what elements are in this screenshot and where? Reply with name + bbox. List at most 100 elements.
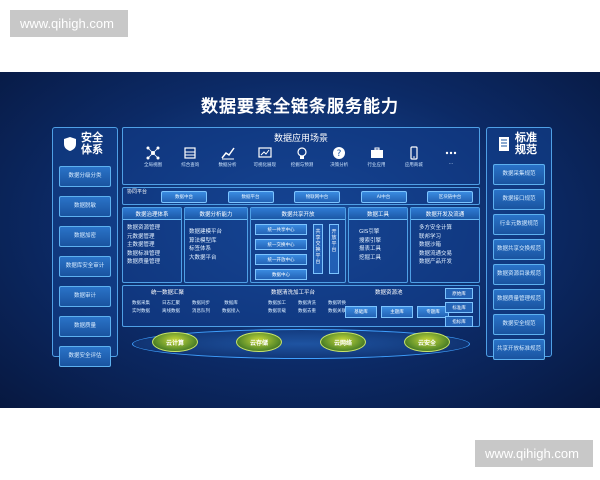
module-tools: 数据工具 GIS引擎 搜索引擎 报表工具 挖掘工具 [348,207,408,283]
briefcase-icon [370,147,383,158]
dashboard-icon [258,147,272,158]
module-line: 大数据平台 [189,254,217,261]
app-item[interactable]: ··· [435,146,467,168]
app-item[interactable]: 行业应用 [361,146,393,168]
security-item[interactable]: 数据安全评估 [59,346,111,367]
cloud-disc[interactable]: 云计算 [152,332,198,352]
app-scenarios: 数据应用场景 全局视图 综合查询 数据分析 可视化展现 [122,127,480,185]
app-label: ··· [448,162,454,167]
cloud-disc[interactable]: 云网络 [320,332,366,352]
app-item[interactable]: 数据分析 [212,146,244,168]
standards-item[interactable]: 行业元数据规范 [493,214,545,235]
section-title: 数据资源池 [375,290,403,296]
app-item[interactable]: 可视化展现 [249,146,281,168]
foundation-item: 数据转换 [328,301,346,306]
resource-pill[interactable]: 主题库 [381,306,413,318]
foundation-item: 消息队列 [192,309,210,314]
sharing-chip[interactable]: 统一共享中心 [255,224,307,235]
standards-title: 标准规范 [515,131,537,156]
security-title: 安全体系 [81,131,103,156]
foundation-item: 日志汇聚 [162,301,180,306]
watermark-bottom: www.qihigh.com [475,440,593,467]
module-line: 数据产品开发 [419,259,453,265]
module-title: 数据共享开放 [251,208,345,220]
phone-icon [410,146,418,160]
standards-item[interactable]: 数据接口规范 [493,189,545,210]
security-item[interactable]: 数据审计 [59,286,111,307]
standards-column: 标准规范 数据采集规范 数据接口规范 行业元数据规范 数据共享交换规范 数据资源… [486,127,552,360]
module-line: 数据资源管理 [127,225,161,231]
module-line: 数据流通交易 [419,250,453,257]
module-line: 元数据管理 [127,233,155,240]
network-icon [146,146,160,160]
foundation-item: 数据加工 [268,301,286,306]
app-scenarios-title: 数据应用场景 [273,134,328,144]
app-item[interactable]: 应用商城 [398,146,430,168]
sharing-vertical[interactable]: 开放平台 [329,224,339,274]
module-line: 算法模型库 [189,237,217,244]
resource-tag[interactable]: 指标库 [445,316,473,327]
standards-item[interactable]: 共享开放标准规范 [493,339,545,360]
foundation-item: 数据同步 [192,301,210,306]
standards-item[interactable]: 数据资源目录规范 [493,264,545,285]
module-line: 数据标准管理 [127,250,161,257]
architecture-panel: 数据要素全链条服务能力 安全体系 数据分级分类 数据脱敏 数据加密 数据库安全审… [0,72,600,408]
sharing-chip[interactable]: 统一交换中心 [255,239,307,250]
cloud-disc[interactable]: 云存储 [236,332,282,352]
standards-item[interactable]: 数据安全规范 [493,314,545,335]
security-item[interactable]: 数据质量 [59,316,111,337]
sharing-chip[interactable]: 数据中心 [255,269,307,280]
platform-chip[interactable]: 区块链中台 [427,191,473,203]
standards-item[interactable]: 数据质量管理规范 [493,289,545,310]
module-line: 搜索引擎 [359,237,382,244]
security-item[interactable]: 数据库安全审计 [59,256,111,277]
platform-chip[interactable]: 物联网中台 [294,191,340,203]
database-icon [184,147,196,159]
resource-tag[interactable]: 原始库 [445,288,473,299]
foundation-item: 数据库 [224,301,238,306]
app-label: 决策分析 [330,163,349,168]
sharing-chip[interactable]: 统一开放中心 [255,254,307,265]
page-title: 数据要素全链条服务能力 [201,97,399,117]
security-item[interactable]: 数据加密 [59,226,111,247]
security-item[interactable]: 数据脱敏 [59,196,111,217]
platform-chip[interactable]: 数据平台 [227,191,274,203]
module-line: 联邦学习 [419,233,442,240]
app-label: 可视化展现 [253,163,277,168]
platform-chip[interactable]: AI中台 [360,191,407,203]
app-item[interactable]: ? 决策分析 [323,146,355,168]
module-line: 数据建模平台 [189,229,223,235]
foundation-item: 离线数据 [162,309,180,314]
data-foundation: 统一数据汇聚 数据采集 日志汇聚 数据同步 数据库 实时数据 离线数据 消息队列… [122,285,480,327]
platform-label: 协同平台 [127,189,148,195]
platform-chip[interactable]: 数据中台 [161,191,207,203]
standards-item[interactable]: 数据共享交换规范 [493,239,545,260]
app-label: 全局视图 [144,163,162,168]
bulb-icon [297,147,307,159]
foundation-item: 实时数据 [132,309,150,314]
foundation-item: 数据采集 [132,301,150,306]
resource-pill[interactable]: 专题库 [417,306,449,318]
module-line: 数据质量管理 [127,259,161,265]
sharing-vertical[interactable]: 共享交换平台 [313,224,323,274]
security-item[interactable]: 数据分级分类 [59,166,111,187]
app-item[interactable]: 挖掘与预测 [286,146,318,168]
module-line: 数据沙箱 [419,242,442,248]
watermark-top: www.qihigh.com [10,10,128,37]
cloud-disc[interactable]: 云安全 [404,332,450,352]
center-architecture: 数据应用场景 全局视图 综合查询 数据分析 可视化展现 [122,127,480,359]
app-label: 数据分析 [218,163,237,168]
standards-item[interactable]: 数据采集规范 [493,164,545,185]
foundation-item: 数据关联 [328,309,346,314]
module-analysis: 数据分析能力 数据建模平台 算法模型库 标签体系 大数据平台 [184,207,248,283]
app-item[interactable]: 全局视图 [137,146,169,168]
foundation-item: 数据去重 [298,309,316,314]
resource-tag[interactable]: 标准库 [445,302,473,313]
collab-platform: 协同平台 数据中台 数据平台 物联网中台 AI中台 区块链中台 [122,187,480,205]
app-item[interactable]: 综合查询 [174,146,206,168]
module-title: 数据治理体系 [123,208,181,220]
foundation-item: 数据装载 [268,309,286,314]
module-line: GIS引擎 [359,229,380,235]
module-line: 主数据管理 [127,242,155,248]
resource-pill[interactable]: 基础库 [345,306,377,318]
